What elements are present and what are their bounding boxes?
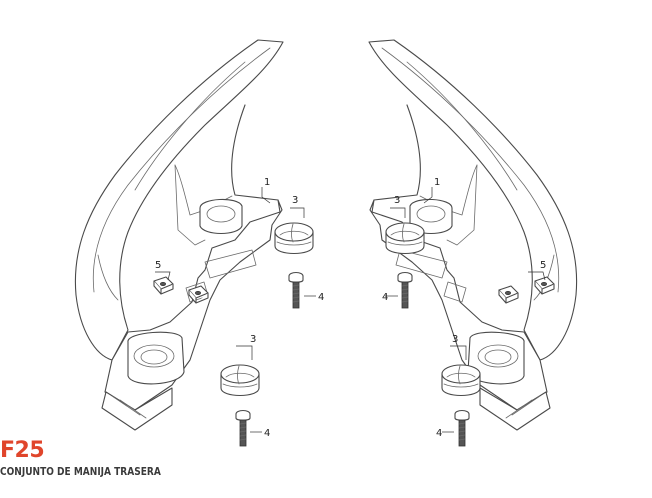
left-screw-top [288, 271, 304, 309]
right-screw-bottom [454, 409, 470, 447]
callout-right-screw-bottom: 4 [436, 428, 442, 439]
leader-lines [155, 187, 546, 433]
right-clip-small [498, 285, 519, 304]
callout-right-cap-top: 3 [394, 195, 400, 206]
callout-labels: 1 3 4 5 3 4 1 3 4 5 3 4 [155, 177, 546, 439]
callout-left-screw-bottom: 4 [264, 428, 270, 439]
callout-left-clip: 5 [155, 260, 161, 271]
left-screw-bottom [235, 409, 251, 447]
callout-left-cap-top: 3 [292, 195, 298, 206]
left-cap-top [274, 222, 314, 255]
left-cap-bottom [220, 364, 260, 397]
callout-right-handle: 1 [434, 177, 440, 188]
callout-right-screw-top: 4 [382, 292, 388, 303]
callout-right-cap-bottom: 3 [452, 334, 458, 345]
right-cap-top [385, 222, 425, 255]
diagram-title: CONJUNTO DE MANIJA TRASERA [0, 465, 161, 478]
left-clip [153, 276, 174, 295]
callout-left-screw-top: 4 [318, 292, 324, 303]
callout-left-handle: 1 [264, 177, 270, 188]
callout-left-cap-bottom: 3 [250, 334, 256, 345]
right-cap-bottom [441, 364, 481, 397]
right-screw-top [397, 271, 413, 309]
callout-right-clip: 5 [540, 260, 546, 271]
diagram-code: F25 [0, 438, 45, 463]
